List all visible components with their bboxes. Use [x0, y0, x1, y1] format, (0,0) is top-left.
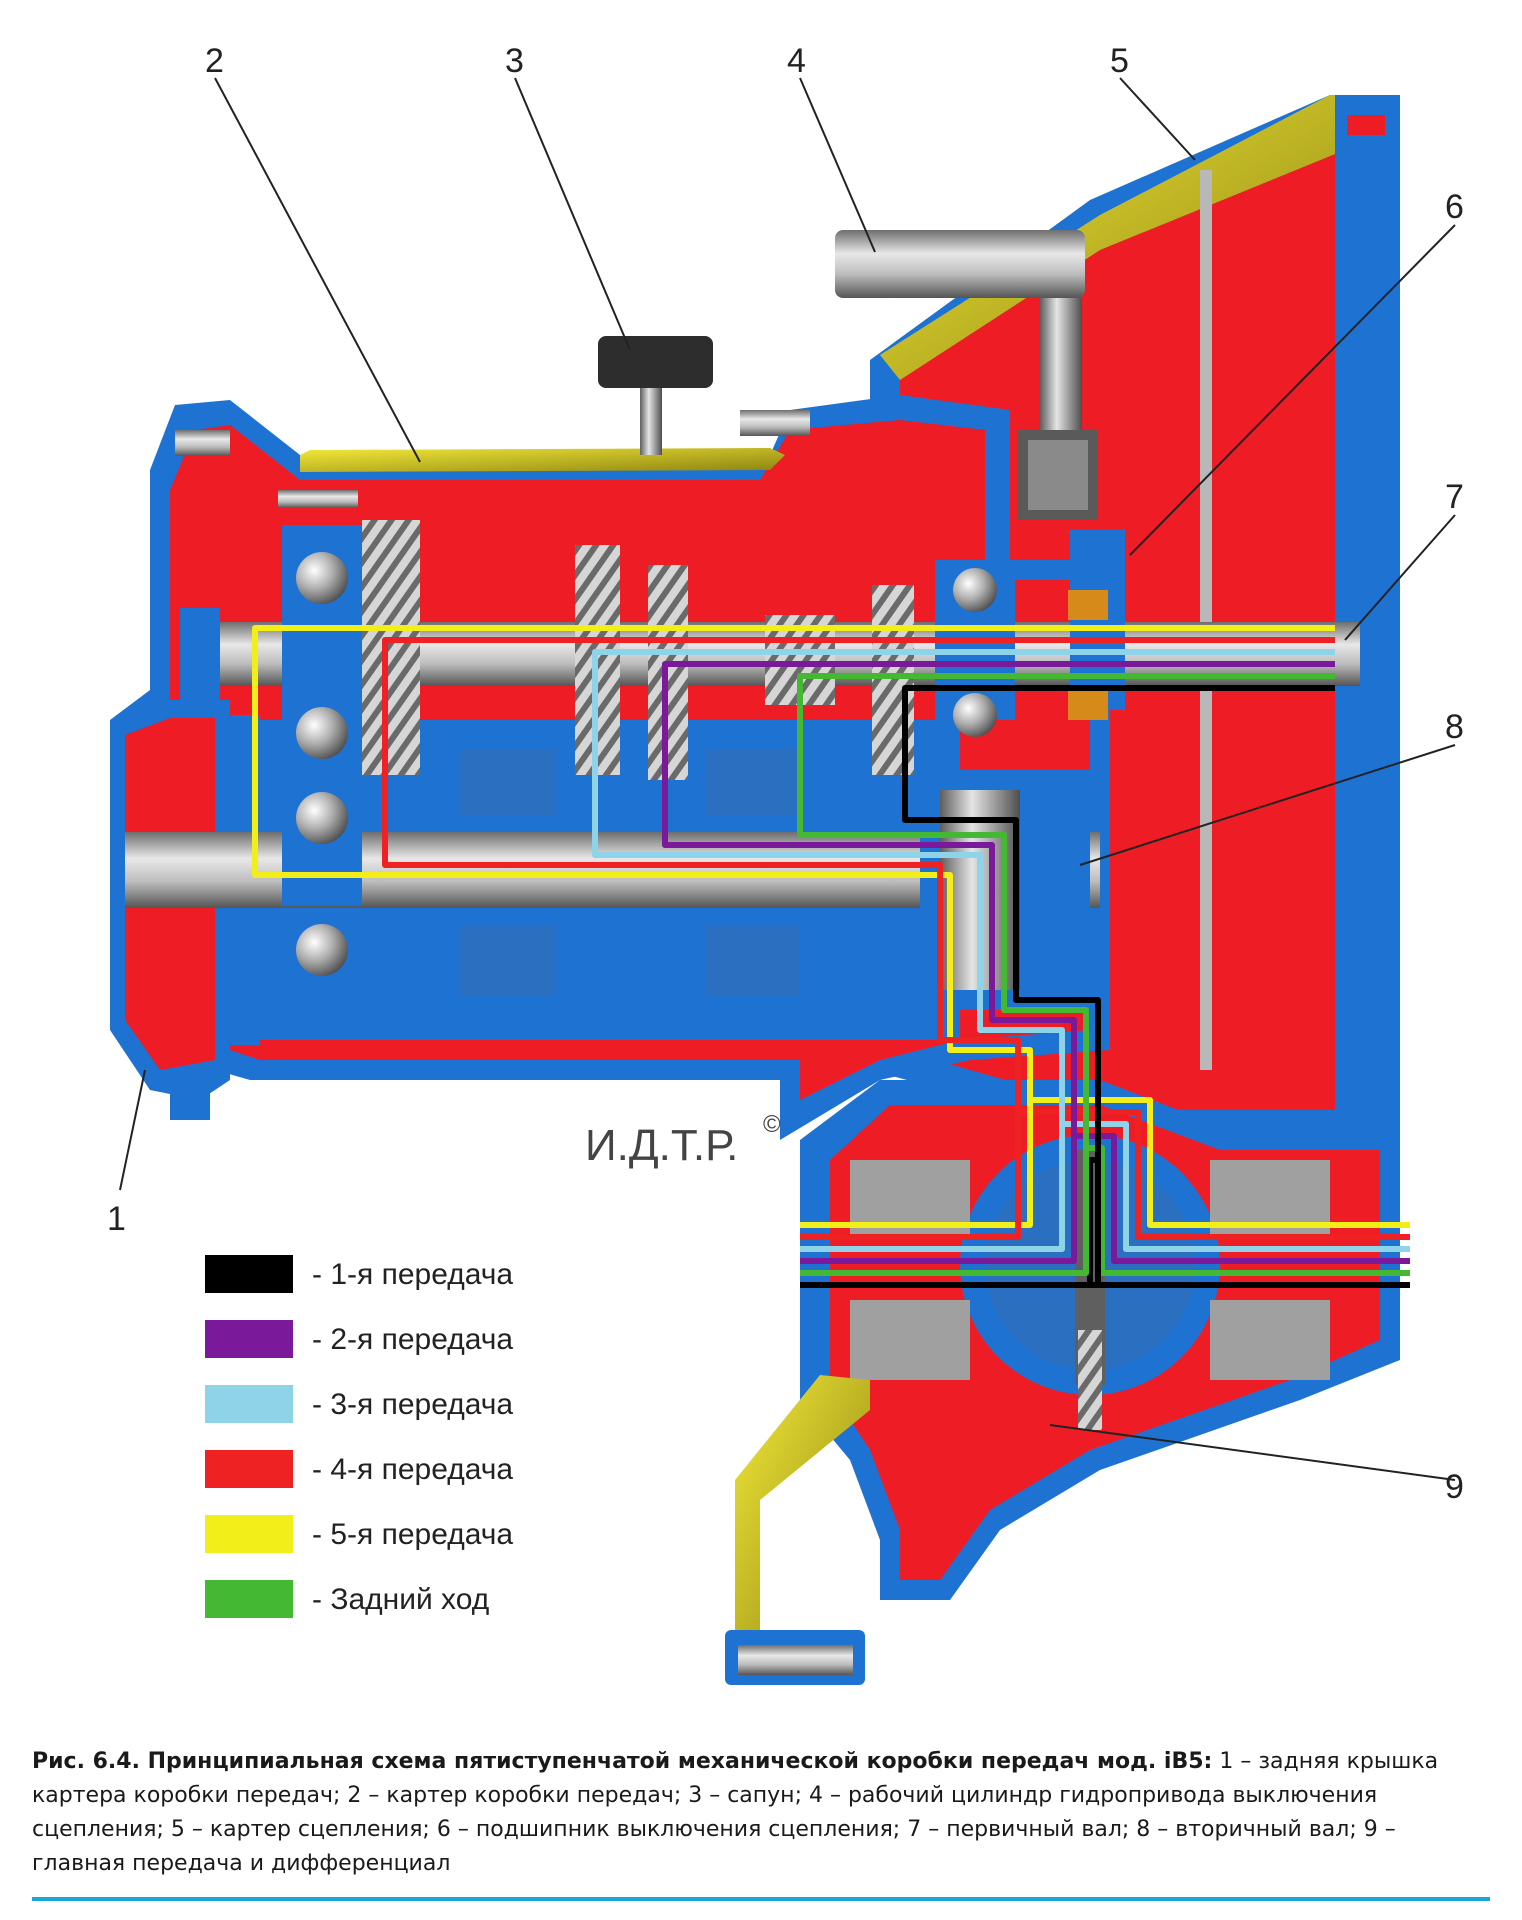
- release-bearing: [1068, 530, 1125, 720]
- watermark: И.Д.Т.Р. ©: [585, 1111, 781, 1170]
- caption-title: Рис. 6.4. Принципиальная схема пятиступе…: [32, 1749, 1213, 1774]
- breather: [598, 336, 713, 455]
- flow-1st-gear: [902, 685, 1410, 1288]
- legend-swatch-reverse: [205, 1580, 293, 1618]
- power-flow-lines: [252, 625, 1410, 1288]
- legend-label-3rd: - 3-я передача: [312, 1388, 513, 1421]
- leader-lines: [119, 77, 1456, 1481]
- gearbox-diagram: 2 3 4 5 6 7 8 1 9 И.Д.Т.Р. © - 1-я перед…: [107, 42, 1464, 1685]
- flow-3rd-gear: [592, 649, 1410, 1252]
- callout-4: 4: [787, 42, 806, 80]
- legend-swatch-1st: [205, 1255, 293, 1293]
- flow-5th-gear: [252, 625, 1410, 1228]
- flow-2nd-gear: [662, 661, 1410, 1264]
- flow-diff-left-yellow: [800, 1100, 1033, 1228]
- legend: - 1-я передача - 2-я передача - 3-я пере…: [205, 1255, 513, 1618]
- legend-swatch-5th: [205, 1515, 293, 1553]
- flow-diff-left-purple: [800, 1136, 1077, 1264]
- flow-diff-left-cyan: [800, 1124, 1065, 1252]
- legend-label-2nd: - 2-я передача: [312, 1323, 513, 1356]
- lower-casting: [725, 1375, 870, 1685]
- gears: [362, 520, 914, 995]
- callout-2: 2: [205, 42, 224, 80]
- callout-1: 1: [107, 1200, 126, 1238]
- flow-diff-left-black: [800, 1160, 1101, 1288]
- flow-4th-gear: [382, 637, 1410, 1240]
- callout-7: 7: [1445, 478, 1464, 516]
- callout-3: 3: [505, 42, 524, 80]
- callout-6: 6: [1445, 188, 1464, 226]
- flow-reverse: [797, 673, 1410, 1276]
- figure-caption: Рис. 6.4. Принципиальная схема пятиступе…: [32, 1745, 1490, 1881]
- callouts: 2 3 4 5 6 7 8 1 9: [107, 42, 1464, 1506]
- caption-text: 1 – задняя крышка картера коробки переда…: [32, 1749, 1439, 1876]
- legend-swatch-3rd: [205, 1385, 293, 1423]
- legend-label-4th: - 4-я передача: [312, 1453, 513, 1486]
- legend-label-1st: - 1-я передача: [312, 1258, 513, 1291]
- legend-swatch-4th: [205, 1450, 293, 1488]
- slave-cylinder: [835, 230, 1098, 520]
- callout-9: 9: [1445, 1468, 1464, 1506]
- legend-label-reverse: - Задний ход: [312, 1583, 489, 1616]
- callout-8: 8: [1445, 708, 1464, 746]
- flow-diff-left-green: [800, 1148, 1089, 1276]
- callout-5: 5: [1110, 42, 1129, 80]
- caption-rule: [32, 1897, 1490, 1901]
- flow-diff-left-red: [800, 1112, 1021, 1240]
- watermark-copyright: ©: [763, 1111, 781, 1138]
- rear-cover: [110, 700, 230, 1120]
- watermark-text: И.Д.Т.Р.: [585, 1121, 738, 1170]
- legend-label-5th: - 5-я передача: [312, 1518, 513, 1551]
- legend-swatch-2nd: [205, 1320, 293, 1358]
